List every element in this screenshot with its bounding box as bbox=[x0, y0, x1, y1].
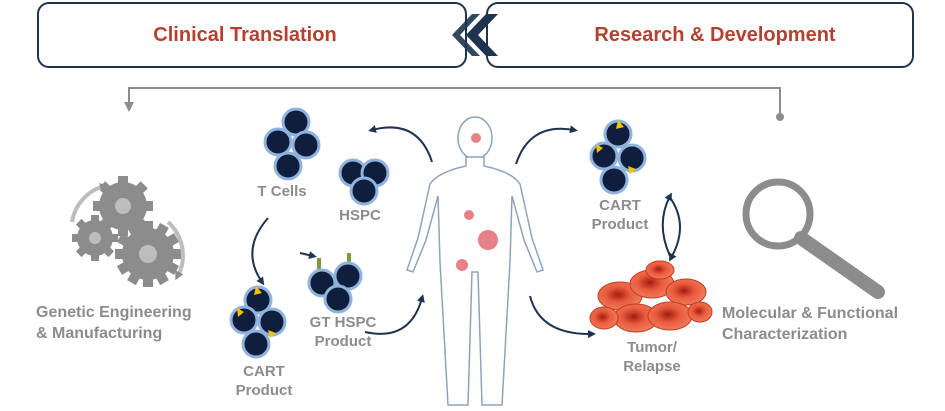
arrow-tcells-to-cart bbox=[251, 217, 269, 286]
gt-hspc-product-cluster bbox=[307, 253, 363, 314]
clinical-translation-title: Clinical Translation bbox=[153, 23, 337, 46]
cart-right-label-line2: Product bbox=[591, 216, 649, 233]
research-development-title: Research & Development bbox=[594, 23, 836, 46]
cart-left-label-line1: CART bbox=[243, 363, 285, 380]
tumor-label-line2: Relapse bbox=[623, 358, 681, 375]
tumor-label-line1: Tumor/ bbox=[627, 339, 677, 356]
arrow-body-to-cart-right bbox=[515, 125, 578, 165]
cart-product-left-label: CART Product bbox=[224, 362, 304, 400]
cart-left-label-line2: Product bbox=[235, 382, 293, 399]
arrow-body-to-tumor bbox=[529, 295, 596, 339]
hspc-label: HSPC bbox=[339, 207, 381, 224]
arrow-body-to-tcells bbox=[368, 125, 433, 163]
chevron-left-icon bbox=[452, 14, 498, 56]
tumor-cells bbox=[589, 260, 713, 333]
clinical-translation-banner: Clinical Translation bbox=[37, 2, 467, 68]
tumor-sites bbox=[456, 133, 498, 271]
genetic-label-line1: Genetic Engineering bbox=[36, 304, 192, 321]
cart-product-cluster-left bbox=[229, 285, 287, 359]
t-cells-label: T Cells bbox=[257, 183, 307, 200]
hspc-cluster bbox=[338, 158, 390, 206]
arrow-gthspc-to-body bbox=[364, 294, 425, 335]
process-arrows bbox=[251, 125, 681, 339]
arrow-cart-tumor-down bbox=[668, 195, 681, 262]
arrow-hspc-to-gthspc bbox=[299, 251, 317, 259]
gt-hspc-label-line1: GT HSPC bbox=[309, 314, 377, 331]
molecular-label-line1: Molecular & Functional bbox=[722, 305, 899, 322]
t-cells-cluster bbox=[263, 107, 321, 181]
cart-right-label-line1: CART bbox=[599, 197, 641, 214]
molecular-characterization-label: Molecular & Functional Characterization bbox=[722, 303, 932, 345]
cart-product-right-label: CART Product bbox=[580, 196, 660, 234]
molecular-label-line2: Characterization bbox=[722, 326, 848, 343]
genetic-engineering-label: Genetic Engineering & Manufacturing bbox=[36, 302, 236, 344]
magnifier-icon bbox=[742, 178, 885, 299]
gt-hspc-product-label: GT HSPC Product bbox=[296, 313, 390, 351]
research-development-banner: Research & Development bbox=[486, 2, 914, 68]
cart-product-cluster-right bbox=[589, 119, 647, 195]
genetic-label-line2: & Manufacturing bbox=[36, 325, 163, 342]
arrow-cart-tumor-up bbox=[661, 192, 672, 259]
connector-bracket bbox=[124, 87, 784, 121]
human-body-icon bbox=[406, 116, 544, 406]
tumor-relapse-label: Tumor/ Relapse bbox=[612, 338, 692, 376]
gt-hspc-label-line2: Product bbox=[314, 333, 372, 350]
gears-icon bbox=[70, 176, 185, 287]
